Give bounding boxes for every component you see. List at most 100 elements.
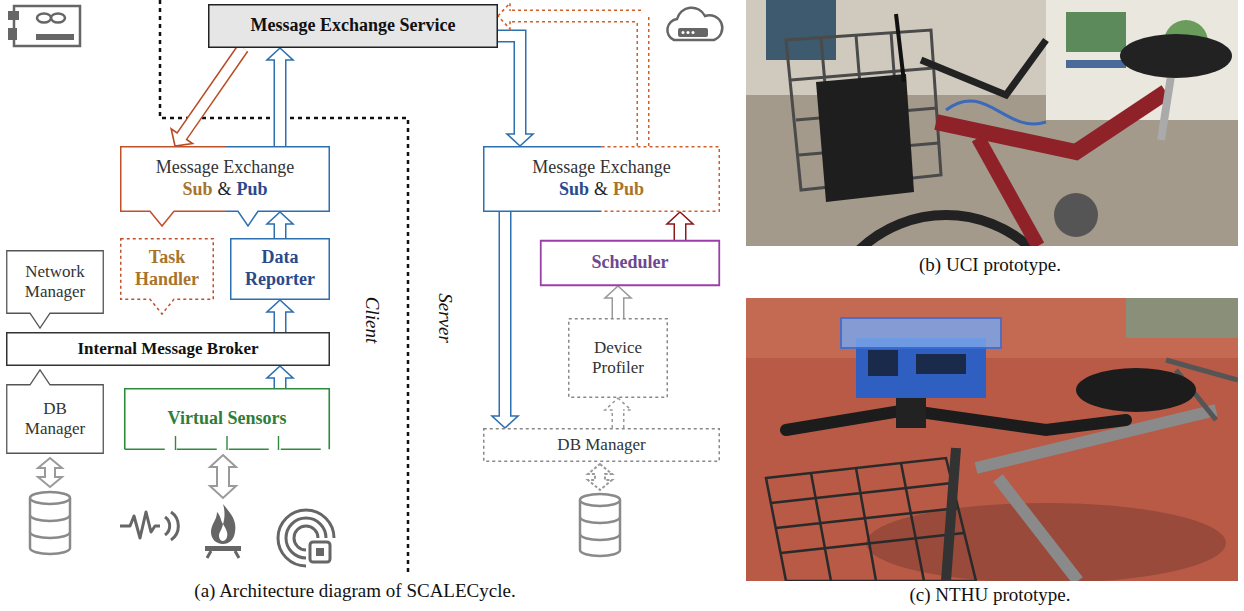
- double-arrow: [210, 455, 236, 498]
- photo-content: [746, 0, 1238, 246]
- outline-stroke: [209, 5, 498, 48]
- logo-loop: [51, 14, 65, 23]
- block-arrow: [267, 366, 293, 388]
- rfid-waves: [278, 510, 334, 566]
- node-text: Data Reporter: [238, 247, 322, 290]
- photo-content: [746, 298, 1238, 581]
- cylinder-band: [30, 515, 70, 538]
- text-row: Message Exchange Service: [251, 15, 456, 37]
- block-arrow: [498, 36, 533, 146]
- node-content: Network Manager: [16, 262, 94, 303]
- figure-caption: (b) UCI prototype.: [919, 254, 1061, 277]
- outline-stroke: [125, 389, 330, 450]
- cloud-router-icon: [667, 8, 722, 40]
- burner-legs: [207, 551, 239, 558]
- arrow-shaft-inner: [613, 408, 623, 428]
- router-led: [687, 31, 690, 34]
- virtual-sensors-box: Virtual Sensors: [124, 388, 330, 450]
- text-row: Device Profiler: [579, 338, 657, 379]
- nthu-prototype-photo: [746, 298, 1238, 583]
- photo-content-part: [1161, 76, 1171, 140]
- outline-stroke: [541, 241, 720, 286]
- block-arrow: [667, 212, 693, 240]
- outline-stroke: [7, 333, 330, 366]
- text-row: Virtual Sensors: [168, 408, 287, 430]
- node-text: DB Manager: [557, 435, 645, 455]
- gas-flame-icon: [205, 504, 241, 558]
- router-led: [692, 31, 695, 34]
- text-row: Network Manager: [16, 262, 94, 303]
- pin-header: [36, 34, 74, 40]
- photo-content-part: [1066, 60, 1126, 68]
- node-text: Device Profiler: [579, 338, 657, 379]
- pubsub-box: Message ExchangeSub&Pub: [483, 146, 720, 212]
- photo-content-part-part: [771, 463, 964, 581]
- text-row: Data Reporter: [238, 247, 322, 290]
- arrow-shaft-inner: [498, 36, 520, 136]
- board-outline: [14, 6, 80, 46]
- cylinder-body: [580, 500, 620, 556]
- node-content: Task Handler: [127, 247, 207, 290]
- pulse-line: [120, 512, 160, 538]
- server-label: Server: [434, 293, 457, 343]
- outline-stroke: [569, 319, 668, 398]
- text-row: DB Manager: [557, 435, 645, 455]
- photo-content-part: [1120, 34, 1232, 78]
- message-broker-box: Internal Message Broker: [6, 332, 330, 366]
- cylinder-top: [30, 492, 70, 504]
- arrow-shaft-inner: [275, 310, 285, 332]
- database-icon: [30, 492, 70, 554]
- photo-content-part: [978, 138, 1038, 246]
- node-content: DB Manager: [557, 435, 645, 455]
- node-content: Virtual Sensors: [168, 408, 287, 430]
- text-row: Message Exchange: [532, 157, 670, 179]
- photo-content-part: [766, 0, 836, 60]
- block-arrow: [267, 300, 293, 332]
- outline-stroke: [121, 239, 214, 314]
- node-content: Message Exchange Service: [251, 15, 456, 37]
- figure-caption: (c) NTHU prototype.: [910, 584, 1071, 607]
- device-profiler-box: Device Profiler: [568, 318, 668, 398]
- database-icon: [580, 494, 620, 556]
- arrow-shaft-inner: [275, 376, 285, 388]
- node-text: &: [594, 179, 608, 201]
- text-row: Internal Message Broker: [78, 339, 259, 359]
- outline-stroke: [176, 436, 279, 450]
- flame: [211, 504, 235, 544]
- outline-stroke: [125, 389, 330, 450]
- signal-icon: [120, 512, 178, 540]
- node-text: Pub: [613, 179, 644, 201]
- arrow-shaft-inner: [675, 222, 685, 240]
- block-arrow: [605, 286, 631, 318]
- node-text: Internal Message Broker: [78, 339, 259, 359]
- photo-content-part: [896, 396, 926, 428]
- node-text: Task Handler: [127, 247, 207, 290]
- outline-stroke: [484, 429, 720, 462]
- outline-stroke: [231, 239, 330, 300]
- block-arrow: [171, 48, 243, 146]
- arrow-shaft-inner: [613, 296, 623, 318]
- block-arrow: [267, 48, 293, 146]
- photo-content-part: [1066, 12, 1126, 52]
- rfid-chip: [316, 548, 324, 556]
- figure-caption: (a) Architecture diagram of SCALECycle.: [194, 580, 515, 603]
- cloud-outline: [667, 8, 722, 40]
- node-content: Scheduler: [591, 252, 668, 274]
- service-box: Message Exchange Service: [208, 4, 498, 48]
- node-text: Pub: [237, 179, 268, 201]
- task-handler-box: Task Handler: [120, 238, 214, 300]
- photo-content-part: [746, 0, 1238, 246]
- node-text: DB Manager: [17, 399, 93, 440]
- cylinder-band: [580, 517, 620, 540]
- pubsub-callout: Message ExchangeSub&Pub: [120, 146, 330, 212]
- photo-content-part: [916, 354, 966, 374]
- db-manager-box: DB Manager: [483, 428, 720, 462]
- photo-content-part: [998, 478, 1078, 581]
- arrow-shaft-inner: [275, 58, 285, 146]
- wave-arcs: [165, 512, 178, 540]
- photo-content-part: [1126, 298, 1238, 338]
- photo-content-part: [1054, 193, 1098, 237]
- arrow-shaft-inner: [275, 222, 285, 238]
- node-text: Sub: [559, 179, 589, 201]
- outline-stroke: [484, 147, 720, 212]
